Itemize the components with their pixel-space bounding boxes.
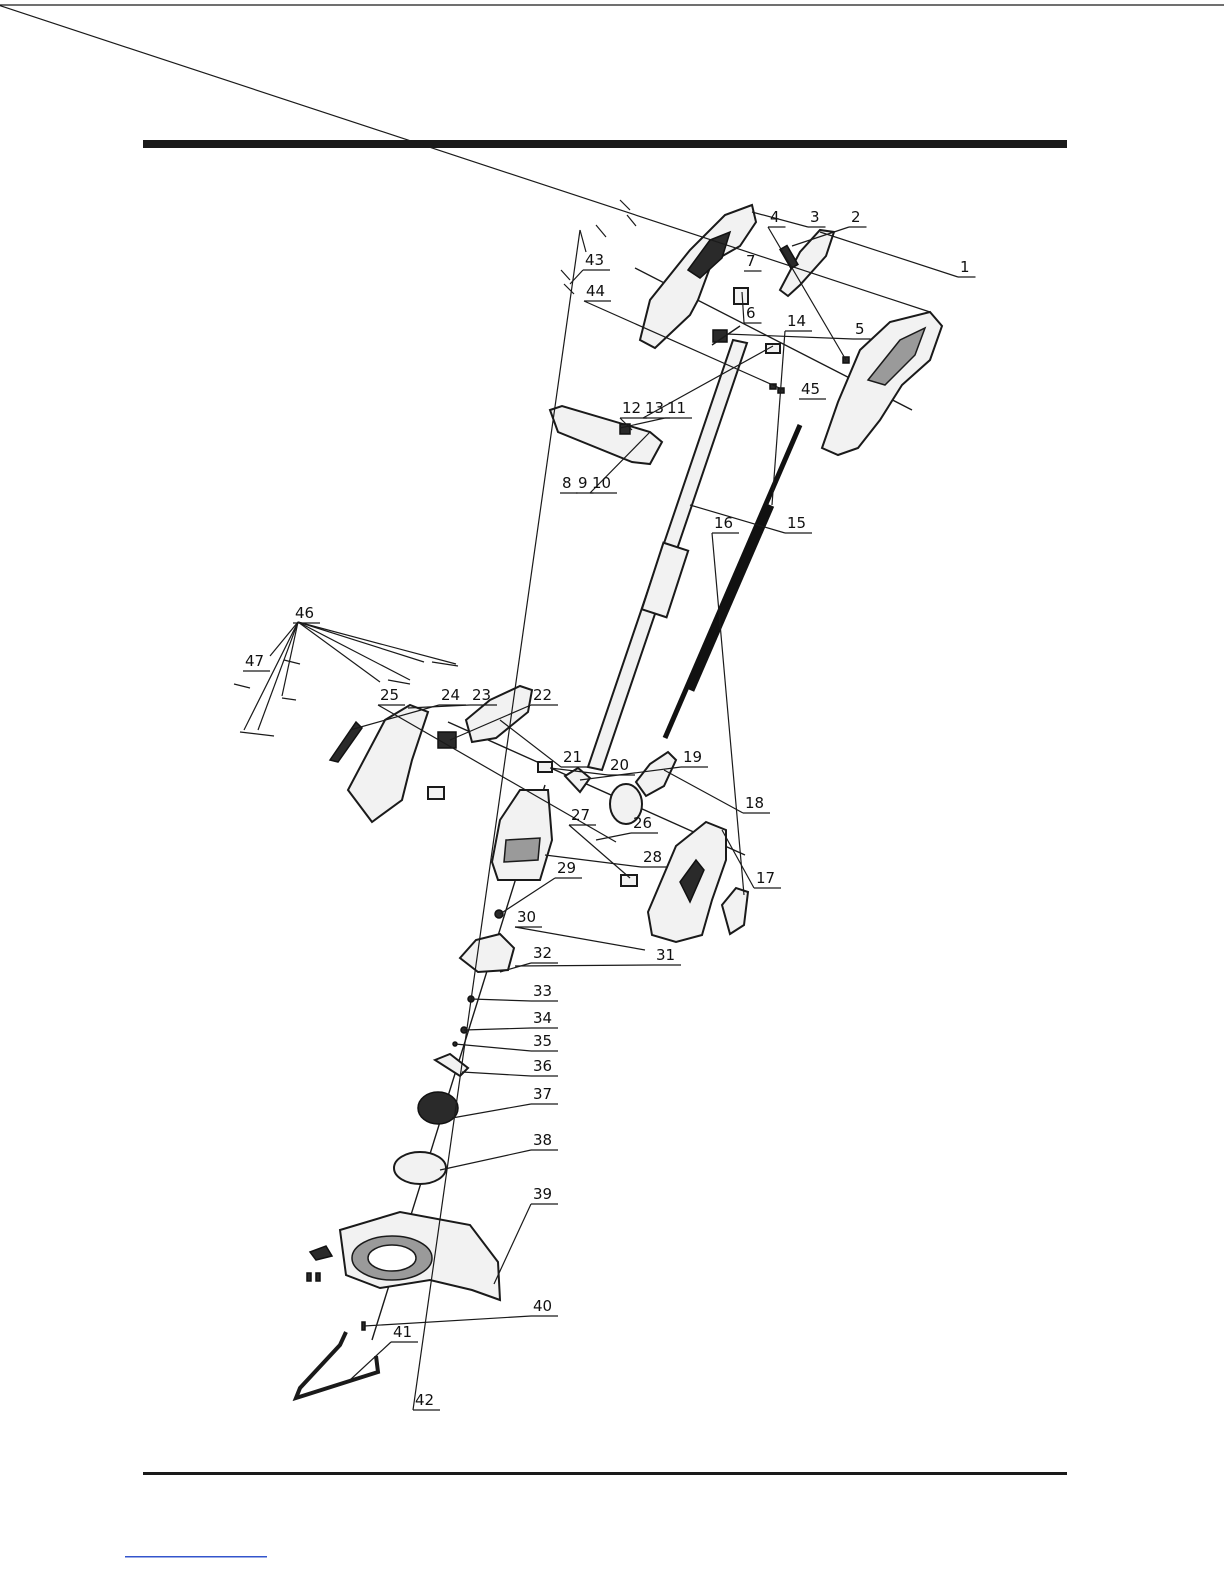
callout-leader <box>455 1044 531 1051</box>
callout-5: 5 <box>855 320 865 338</box>
footer-link-underline <box>125 1556 267 1558</box>
callout-leader <box>462 1072 531 1076</box>
callout-leader <box>471 999 531 1001</box>
callout-2: 2 <box>851 208 861 226</box>
callout-1: 1 <box>960 258 970 276</box>
callout-47: 47 <box>245 652 264 670</box>
callout-9: 9 <box>578 474 588 492</box>
callout-37: 37 <box>533 1085 552 1103</box>
callout-20: 20 <box>610 756 629 774</box>
callout-leader <box>570 270 583 284</box>
callout-leader <box>452 1104 531 1118</box>
callout-leader <box>664 770 743 813</box>
callout-33: 33 <box>533 982 552 1000</box>
callout-38: 38 <box>533 1131 552 1149</box>
callout-42: 42 <box>415 1391 434 1409</box>
callout-6: 6 <box>746 304 756 322</box>
callout-4: 4 <box>770 208 780 226</box>
callout-36: 36 <box>533 1057 552 1075</box>
guard <box>307 1212 500 1330</box>
callout-32: 32 <box>533 944 552 962</box>
callout-17: 17 <box>756 869 775 887</box>
callout-41: 41 <box>393 1323 412 1341</box>
callout-24: 24 <box>441 686 460 704</box>
callout-leader <box>515 965 654 966</box>
callout-leader <box>494 1204 531 1284</box>
callout-25: 25 <box>380 686 399 704</box>
power-cable <box>665 425 800 738</box>
callout-14: 14 <box>787 312 806 330</box>
callout-30: 30 <box>517 908 536 926</box>
motor <box>492 790 552 880</box>
callout-13: 13 <box>645 399 664 417</box>
callout-23: 23 <box>472 686 491 704</box>
callout-leader <box>440 1150 531 1170</box>
callout-27: 27 <box>571 806 590 824</box>
callout-leader <box>620 418 665 428</box>
callout-40: 40 <box>533 1297 552 1315</box>
callout-28: 28 <box>643 848 662 866</box>
callout-22: 22 <box>533 686 552 704</box>
callout-45: 45 <box>801 380 820 398</box>
callout-8: 8 <box>562 474 572 492</box>
callout-35: 35 <box>533 1032 552 1050</box>
handle-half-right <box>822 312 942 455</box>
callout-18: 18 <box>745 794 764 812</box>
callout-3: 3 <box>810 208 820 226</box>
callout-26: 26 <box>633 814 652 832</box>
footer-rule <box>143 1472 1067 1475</box>
callout-19: 19 <box>683 748 702 766</box>
callout-leader <box>364 1316 531 1326</box>
callout-7: 7 <box>746 252 756 270</box>
callout-43: 43 <box>585 251 604 269</box>
callout-leader <box>413 230 580 1410</box>
callout-leader <box>820 232 958 277</box>
spool-stack <box>394 910 514 1184</box>
trigger-switch <box>780 230 834 296</box>
header-rule <box>143 140 1067 148</box>
callout-31: 31 <box>656 946 675 964</box>
callout-39: 39 <box>533 1185 552 1203</box>
callout-leader <box>464 1028 531 1030</box>
callout-34: 34 <box>533 1009 552 1027</box>
callout-11: 11 <box>667 399 686 417</box>
callout-46: 46 <box>295 604 314 622</box>
housing-half-right <box>621 822 748 942</box>
callout-15: 15 <box>787 514 806 532</box>
callout-16: 16 <box>714 514 733 532</box>
callout-12: 12 <box>622 399 641 417</box>
callout-44: 44 <box>586 282 605 300</box>
callout-leader <box>752 212 808 227</box>
housing-half-left <box>330 705 444 822</box>
callout-10: 10 <box>592 474 611 492</box>
callout-29: 29 <box>557 859 576 877</box>
callout-leader <box>726 334 853 339</box>
callout-21: 21 <box>563 748 582 766</box>
